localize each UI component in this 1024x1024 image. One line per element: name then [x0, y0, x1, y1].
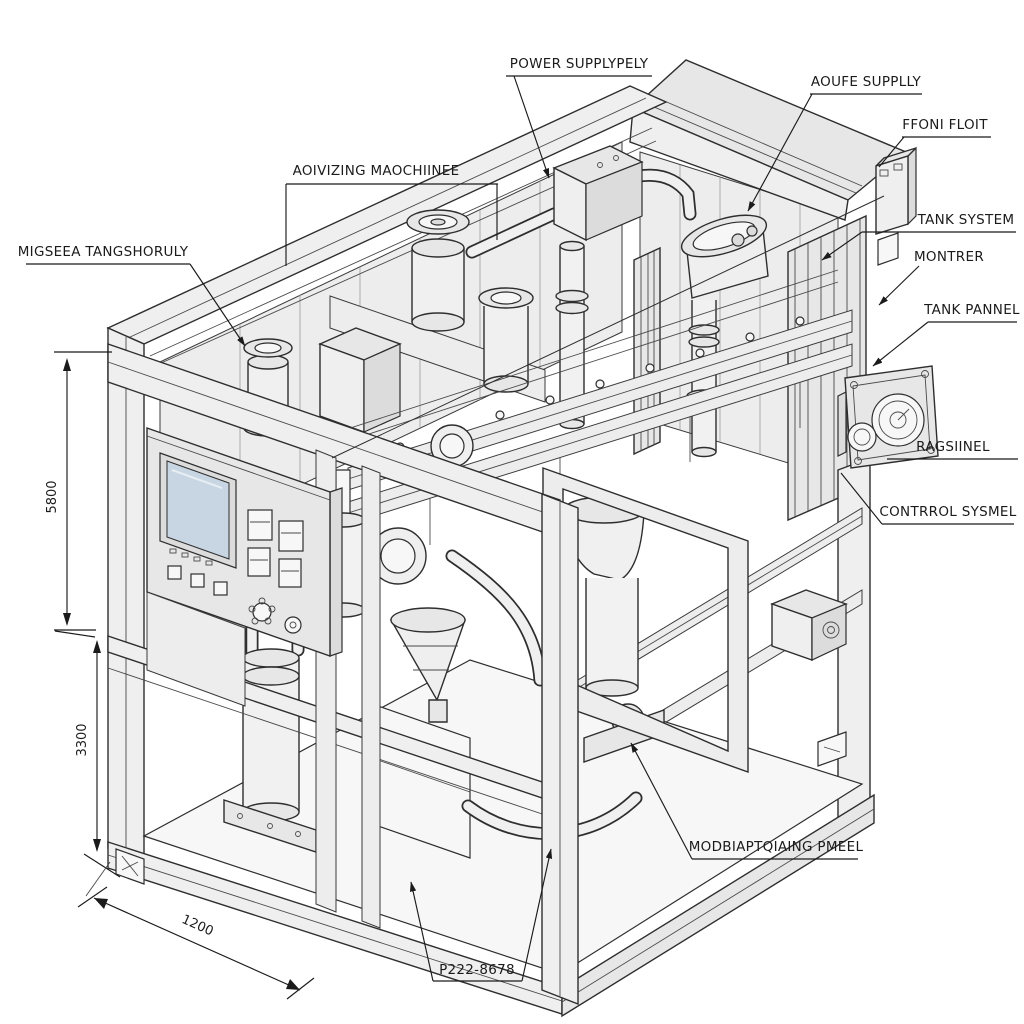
dimension-front-width-value: 1200 — [179, 912, 215, 939]
callout-migseea-label: MIGSEEA TANGSHORULY — [18, 244, 189, 260]
callouts: POWER SUPPLYPELY AOUFE SUPPLLY FFONI FLO… — [18, 56, 1020, 982]
frame-left-post — [107, 326, 145, 866]
frou-floit-box — [875, 146, 917, 266]
pump-unit — [465, 145, 697, 259]
pressure-gauge-small — [847, 422, 877, 452]
part-number-label: P222-8678 — [439, 962, 515, 978]
callout-power-supply: POWER SUPPLYPELY — [506, 56, 652, 179]
callout-aoivizing-machine-label: AOIVIZING MAOCHIINEE — [293, 163, 460, 179]
panel-button — [213, 581, 228, 596]
round-knob — [284, 616, 302, 634]
panel-button — [190, 573, 205, 588]
dimension-upper-height-value: 5800 — [45, 480, 60, 513]
callout-frou-floit: FFONI FLOIT — [878, 117, 991, 168]
motor-block — [770, 589, 848, 661]
callout-frou-floit-label: FFONI FLOIT — [902, 117, 988, 133]
callout-tank-panel-label: TANK PANNEL — [923, 302, 1020, 318]
base-beams — [107, 731, 875, 1018]
cylinder-center-tall — [406, 209, 470, 332]
callout-control-sysmel-label: CONTRROL SYSMEL — [879, 504, 1016, 520]
callout-aoufe-supply-label: AOUFE SUPPLLY — [811, 74, 922, 90]
callout-modbi-panel: MODBIAPTQIAING PMEEL — [630, 742, 864, 860]
cylinder-right — [478, 287, 534, 393]
callout-tank-system-label: TANK SYSTEM — [917, 212, 1015, 228]
panel-button — [167, 565, 182, 580]
meter-boxes — [247, 509, 304, 588]
dimension-lower-height: 3300 — [54, 630, 121, 878]
centerline — [331, 195, 885, 459]
callout-tank-system: TANK SYSTEM — [821, 212, 1016, 261]
dimension-upper-height: 5800 — [45, 351, 112, 631]
control-cabinet — [146, 427, 343, 707]
machine-foot-left — [115, 848, 145, 885]
machine-foot-right — [817, 731, 847, 767]
callout-montrer-label: MONTRER — [914, 249, 984, 265]
callout-ragsinel: RAGSIINEL — [887, 439, 1018, 460]
callout-tank-panel: TANK PANNEL — [872, 302, 1020, 367]
flange-wheels — [369, 424, 474, 585]
canopy-roof — [629, 59, 908, 221]
callout-aoufe-supply: AOUFE SUPPLLY — [747, 74, 922, 212]
junction-block — [318, 327, 402, 433]
callout-control-sysmel: CONTRROL SYSMEL — [840, 472, 1016, 525]
callout-aoivizing-machine: AOIVIZING MAOCHIINEE — [285, 163, 498, 266]
callout-migseea: MIGSEEA TANGSHORULY — [18, 244, 246, 347]
callout-power-supply-label: POWER SUPPLYPELY — [510, 56, 649, 72]
dimension-lower-height-value: 3300 — [75, 723, 90, 756]
callout-part-number: P222-8678 — [409, 848, 553, 982]
callout-ragsinel-label: RAGSIINEL — [916, 439, 990, 455]
rotary-knob — [248, 597, 276, 625]
gauge-panel — [837, 365, 939, 469]
air-supply-pump — [680, 214, 769, 299]
callout-modbi-panel-label: MODBIAPTQIAING PMEEL — [689, 839, 864, 855]
callout-montrer: MONTRER — [878, 249, 984, 306]
